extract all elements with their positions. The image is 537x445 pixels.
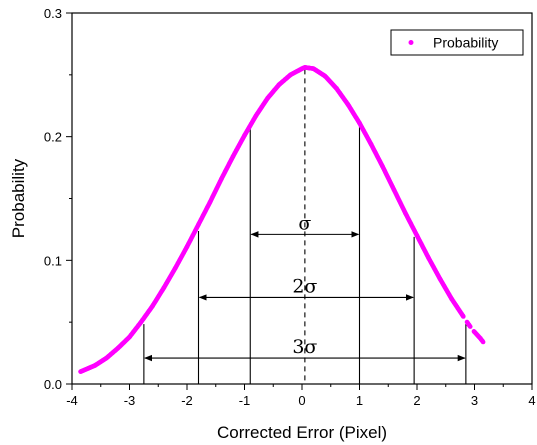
x-tick-label: 3 xyxy=(471,393,478,408)
y-axis-title: Probability xyxy=(9,158,28,238)
sigma-label-1: σ xyxy=(298,212,311,234)
x-tick-label: 1 xyxy=(356,393,363,408)
x-axis-title: Corrected Error (Pixel) xyxy=(217,423,387,442)
y-tick-label: 0.0 xyxy=(44,377,62,392)
legend: Probability xyxy=(390,29,524,56)
x-tick-label: -1 xyxy=(239,393,251,408)
sigma-label-3: 3σ xyxy=(292,336,317,358)
sigma-label-2: 2σ xyxy=(292,275,317,297)
y-tick-label: 0.1 xyxy=(44,253,62,268)
x-tick-label: -3 xyxy=(124,393,136,408)
x-tick-label: -2 xyxy=(181,393,193,408)
y-axis-ticks: 0.0 0.1 0.2 0.3 xyxy=(44,6,72,392)
probability-curve xyxy=(78,65,486,374)
x-axis-ticks: -4 -3 -2 -1 0 1 2 3 4 xyxy=(66,384,536,408)
y-tick-label: 0.3 xyxy=(44,6,62,21)
x-tick-label: -4 xyxy=(66,393,78,408)
curve-point xyxy=(480,339,485,344)
y-tick-label: 0.2 xyxy=(44,130,62,145)
legend-label: Probability xyxy=(433,35,498,51)
x-tick-label: 0 xyxy=(298,393,305,408)
legend-marker xyxy=(408,40,414,45)
curve-point xyxy=(461,314,466,319)
sigma-annotations: σ 2σ 3σ xyxy=(143,69,467,384)
x-tick-label: 4 xyxy=(528,393,535,408)
curve-point xyxy=(467,324,473,329)
x-tick-label: 2 xyxy=(413,393,420,408)
